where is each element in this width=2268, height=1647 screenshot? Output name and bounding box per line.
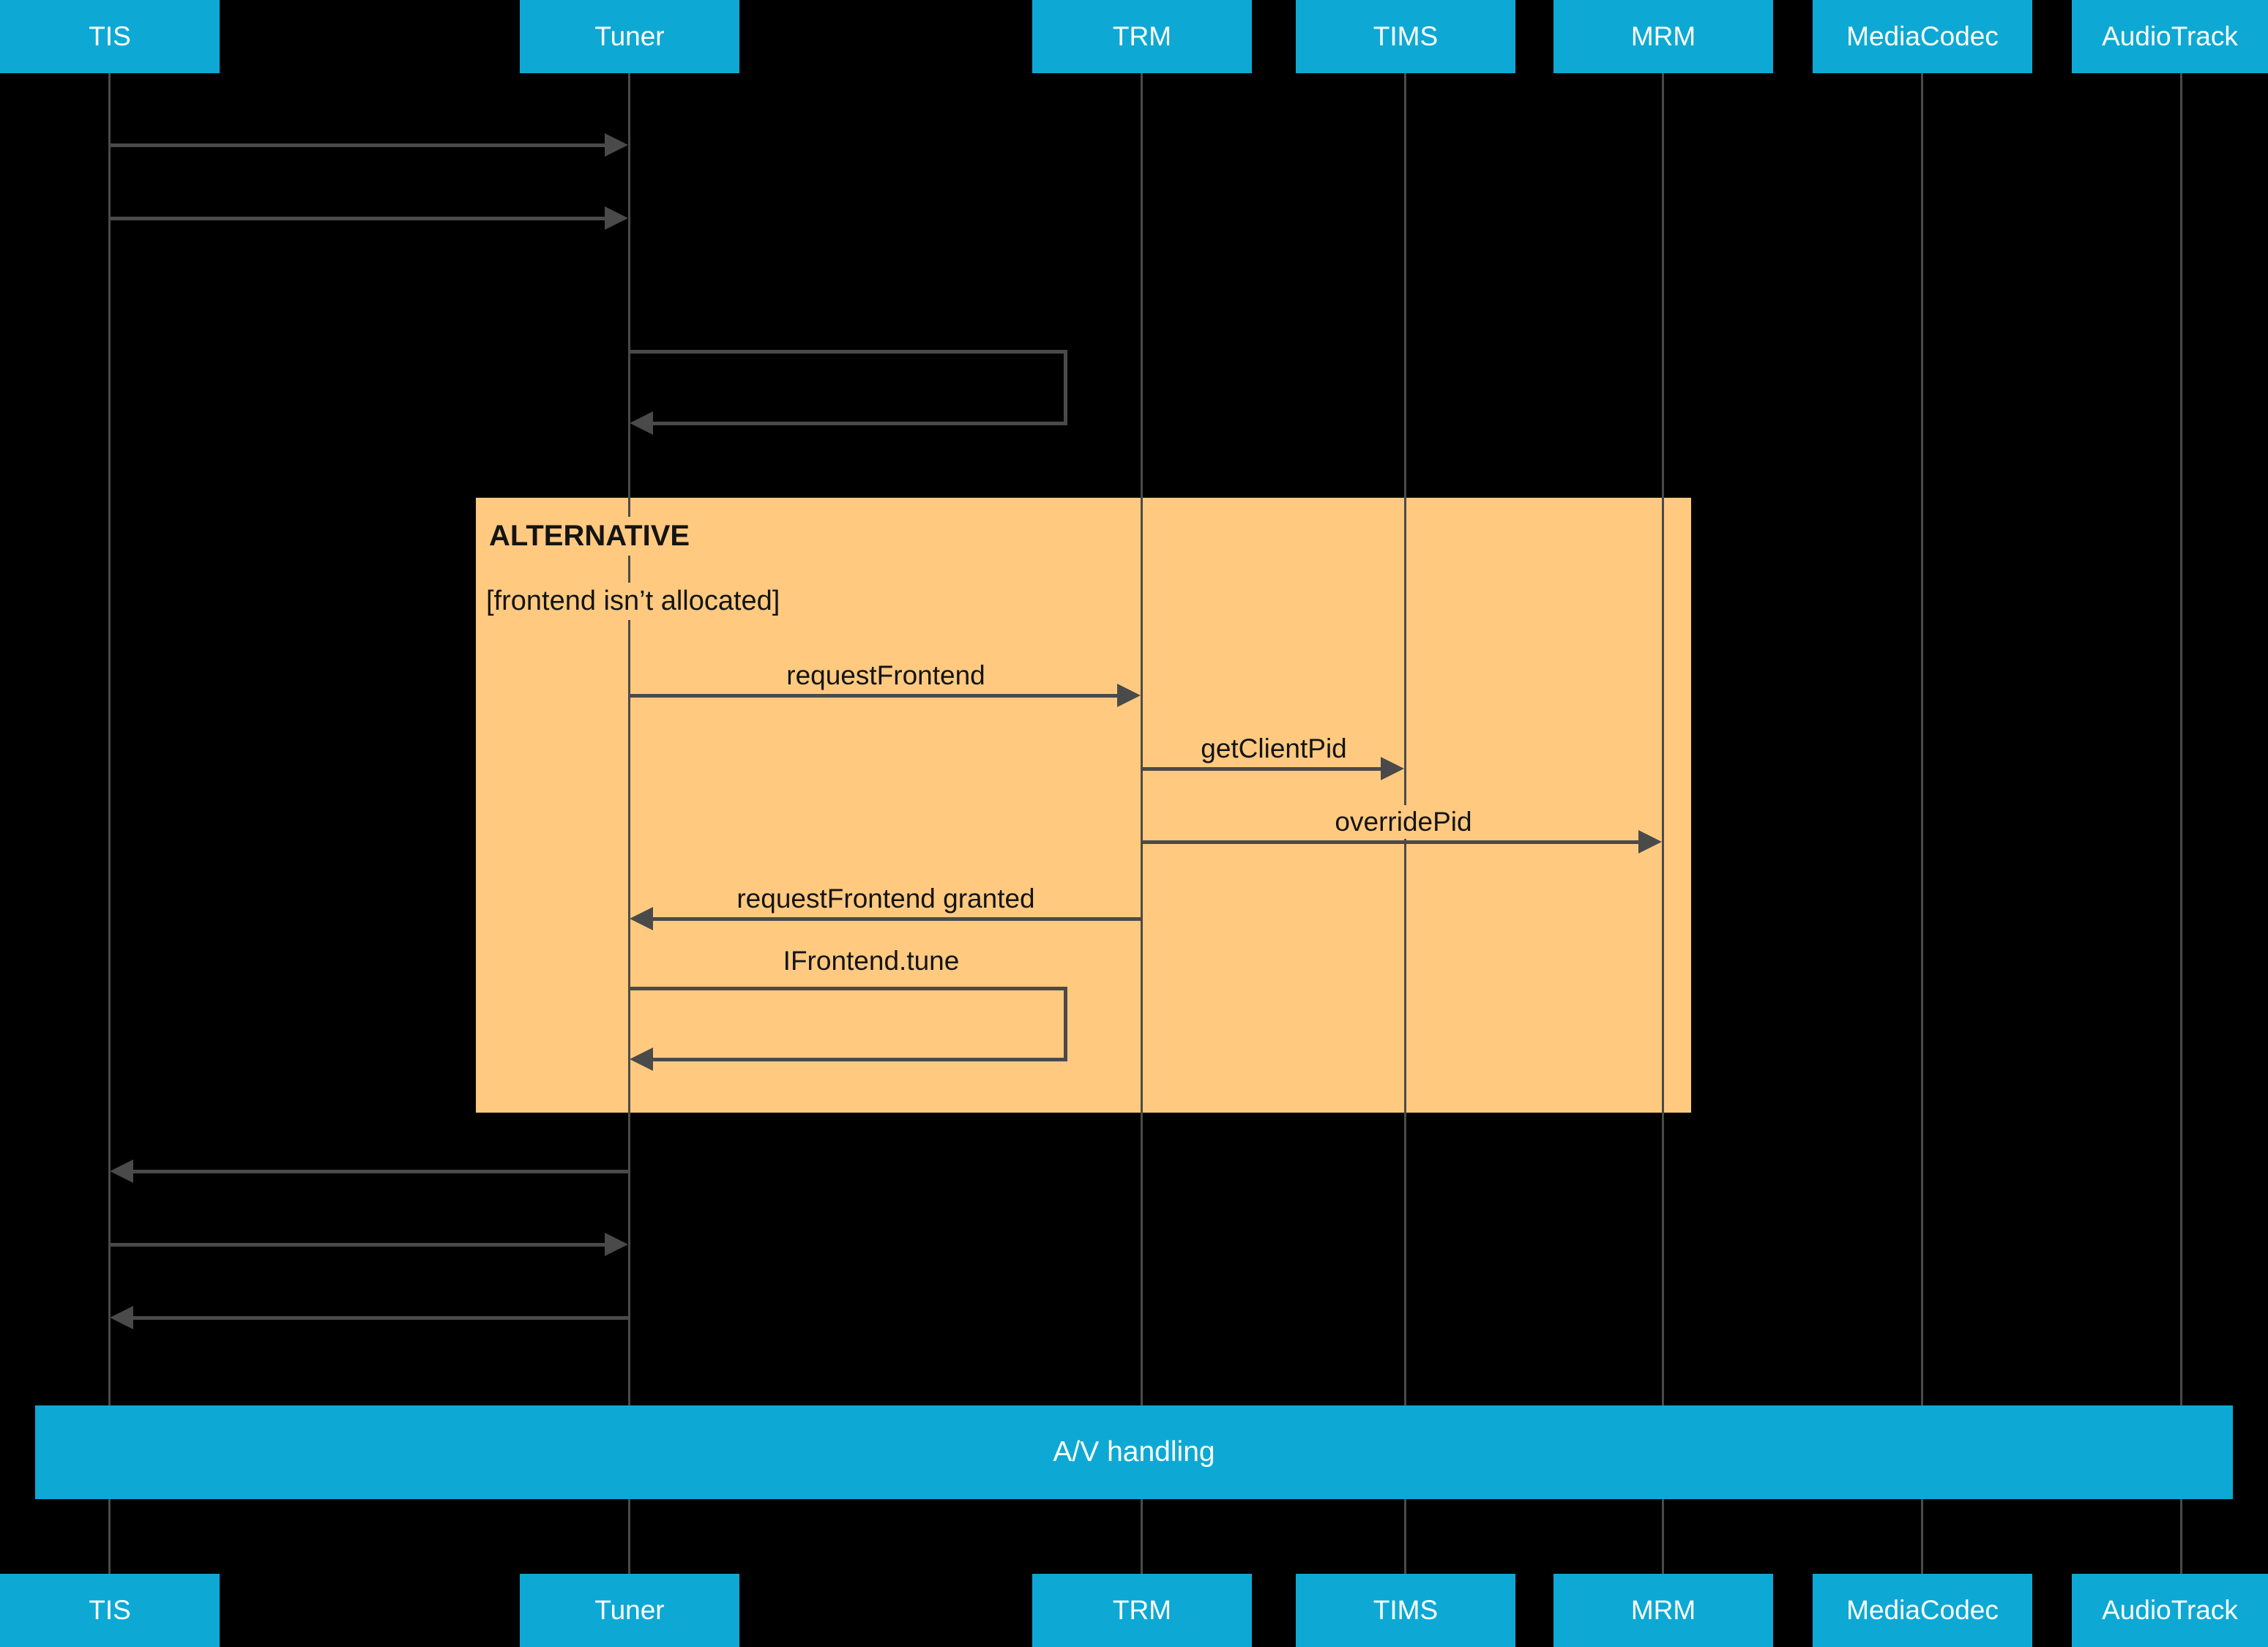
selfcall-bottom-line (650, 1058, 1067, 1061)
message-line-1 (110, 217, 608, 220)
participant-top-mediacodec: MediaCodec (1813, 0, 2032, 73)
message-label-overridepid: overridePid (1324, 805, 1482, 839)
message-line-9 (110, 1243, 608, 1247)
participant-label: TIS (89, 1595, 131, 1625)
participant-label: Tuner (594, 21, 665, 51)
participant-label: TRM (1112, 21, 1172, 51)
arrowhead-right-icon (605, 1233, 628, 1256)
lifeline-tuner-overlay (628, 498, 630, 1113)
arrowhead-left-icon (630, 1047, 653, 1071)
message-line-4 (1142, 767, 1384, 771)
arrowhead-left-icon (630, 907, 653, 930)
arrowhead-right-icon (605, 133, 628, 157)
participant-label: TRM (1112, 1595, 1172, 1625)
participant-top-trm: TRM (1032, 0, 1252, 73)
participant-bottom-mediacodec: MediaCodec (1813, 1574, 2032, 1647)
arrowhead-left-icon (110, 1306, 133, 1329)
participant-bottom-audiotrack: AudioTrack (2072, 1574, 2268, 1647)
participant-top-audiotrack: AudioTrack (2072, 0, 2268, 73)
participant-bottom-trm: TRM (1032, 1574, 1252, 1647)
participant-top-mrm: MRM (1553, 0, 1773, 73)
participant-label: MediaCodec (1846, 21, 1999, 51)
participant-label: Tuner (594, 1595, 665, 1625)
selfcall-bottom-line (650, 422, 1067, 425)
message-line-10 (130, 1316, 630, 1320)
lifeline-mediacodec (1921, 73, 1923, 1574)
participant-label: TIMS (1373, 21, 1439, 51)
participant-label: MRM (1630, 21, 1696, 51)
lifeline-trm-overlay (1141, 498, 1143, 1113)
selfcall-right-line (1064, 350, 1067, 425)
lifeline-tis (108, 73, 111, 1574)
participant-label: MediaCodec (1846, 1595, 1999, 1625)
participant-top-tis: TIS (0, 0, 220, 73)
selfcall-top-line (630, 350, 1067, 354)
arrowhead-left-icon (110, 1159, 133, 1183)
message-line-5 (1142, 840, 1641, 844)
alternative-condition: [frontend isn’t allocated] (486, 583, 788, 620)
message-line-8 (130, 1170, 630, 1173)
arrowhead-right-icon (1117, 684, 1141, 707)
message-label-ifrontend-tune: IFrontend.tune (772, 944, 970, 978)
participant-top-tims: TIMS (1296, 0, 1515, 73)
participant-label: TIS (89, 21, 131, 51)
participant-label: MRM (1630, 1595, 1696, 1625)
arrowhead-right-icon (605, 206, 628, 230)
selfcall-top-line (630, 987, 1067, 990)
av-handling-bar: A/V handling (35, 1405, 2233, 1499)
selfcall-right-line (1064, 987, 1067, 1061)
participant-label: TIMS (1373, 1595, 1439, 1625)
message-label-requestfrontend-granted: requestFrontend granted (726, 882, 1045, 916)
arrowhead-left-icon (630, 411, 653, 435)
participant-bottom-mrm: MRM (1553, 1574, 1773, 1647)
alternative-title: ALTERNATIVE (489, 517, 698, 556)
lifeline-audiotrack (2180, 73, 2182, 1574)
participant-label: AudioTrack (2102, 1595, 2238, 1625)
participant-bottom-tims: TIMS (1296, 1574, 1515, 1647)
participant-bottom-tuner: Tuner (520, 1574, 739, 1647)
participant-top-tuner: Tuner (520, 0, 739, 73)
message-line-6 (650, 917, 1142, 921)
arrowhead-right-icon (1638, 830, 1662, 854)
participant-bottom-tis: TIS (0, 1574, 220, 1647)
message-label-getclientpid: getClientPid (1190, 732, 1357, 766)
message-label-requestfrontend: requestFrontend (776, 659, 996, 692)
av-handling-label: A/V handling (1053, 1436, 1215, 1468)
message-line-3 (630, 694, 1120, 698)
arrowhead-right-icon (1381, 757, 1404, 780)
message-line-0 (110, 143, 608, 147)
lifeline-mrm-overlay (1662, 498, 1664, 1113)
participant-label: AudioTrack (2102, 21, 2238, 51)
